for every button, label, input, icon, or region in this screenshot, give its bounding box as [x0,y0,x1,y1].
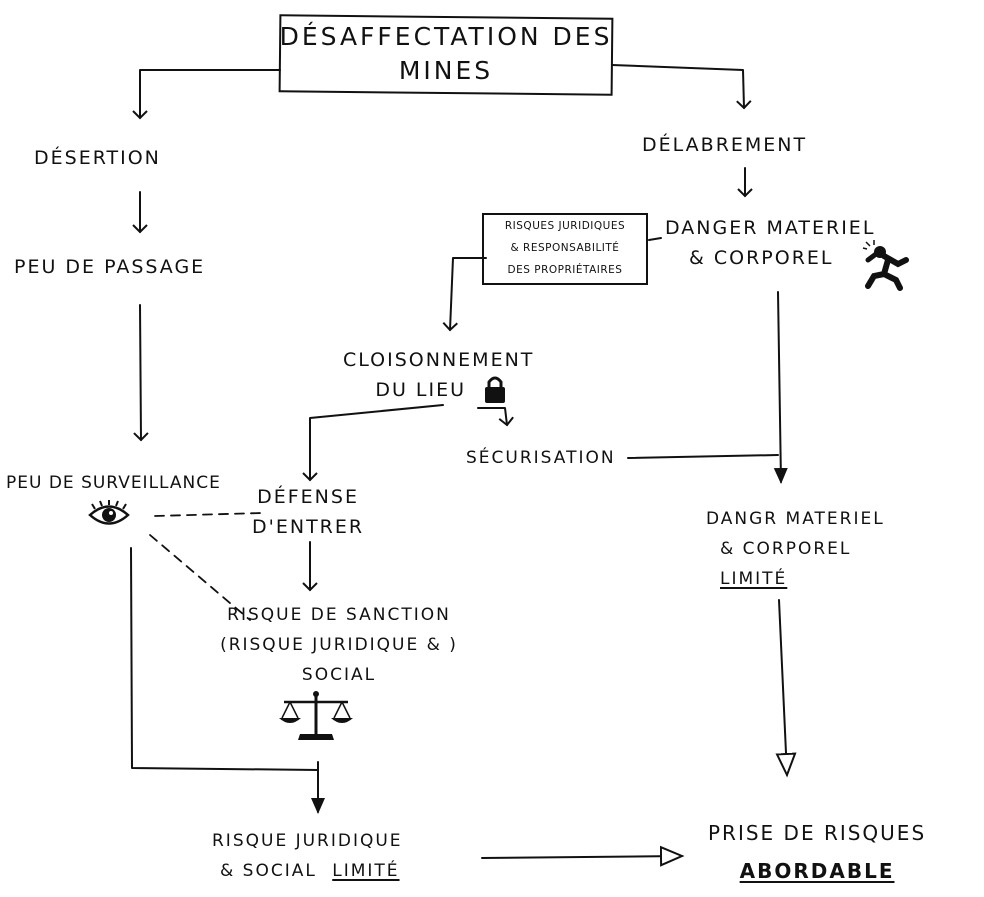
node-danger-materiel-line-2: & corporel [689,247,834,269]
arrow-title-to-delabrement [611,64,752,110]
node-risques-line-3: des propriétaires [507,264,623,276]
arrow-risque-limite-to-prise [481,845,685,867]
node-sanction-line-3: social [301,665,377,685]
arrow-danger-limite-to-prise [775,599,797,778]
node-defense-line-1: Défense [257,486,359,508]
dashed-eye-to-defense [154,512,263,517]
node-risque-limite-line-1: Risque juridique [212,831,403,851]
node-securisation: Sécurisation [466,443,616,473]
dashed-eye-to-sanction [149,534,251,621]
node-risque-limite-and-social: & social [220,861,317,881]
node-danger-limite-line-3: limité [720,569,788,589]
node-defense-entrer: Défense d'entrer [252,482,364,542]
node-danger-materiel: Danger materiel & corporel [665,213,875,273]
node-risque-juridique-limite: Risque juridique & social limité [212,826,403,886]
lock-icon [485,376,505,403]
node-risques-line-2: & responsabilité [510,242,620,254]
node-risque-sanction: Risque de sanction (risque juridique & )… [205,600,473,690]
risques-box [482,213,648,285]
arrow-danger-to-danger-limite [773,291,788,484]
node-danger-limite: Dangr materiel & corporel limité [706,504,885,594]
node-danger-limite-line-1: Dangr materiel [706,509,885,529]
node-risques-juridiques: Risques juridiques & responsabilité des … [482,215,648,281]
node-peu-de-passage: Peu de passage [14,252,205,282]
arrow-title-to-desertion [132,69,281,120]
node-cloisonnement-line-1: Cloisonnement [343,349,535,371]
node-prise-line-1: Prise de risques [708,821,927,845]
eye-icon [88,500,130,525]
node-peu-de-passage-label: Peu de passage [14,256,206,278]
node-risque-limite-line-2: & social limité [212,856,403,886]
arrow-cloisonnement-to-securisation [477,407,514,427]
title-line-1: Désaffectation des [279,22,613,51]
node-risques-line-1: Risques juridiques [504,220,626,232]
node-desertion: Désertion [34,143,161,173]
node-delabrement-label: Délabrement [642,134,808,156]
node-sanction-line-2: (risque juridique & ) [220,635,458,655]
node-desertion-label: Désertion [34,147,161,169]
node-securisation-label: Sécurisation [466,448,616,468]
node-prise-line-2: abordable [739,859,895,883]
node-danger-limite-line-2: & corporel [720,539,852,559]
node-defense-line-2: d'entrer [252,516,365,538]
diagram-title: Désaffectation des mines [279,20,613,88]
arrow-box-to-cloisonnement [442,257,487,332]
node-prise-de-risques: Prise de risques abordable [708,814,926,890]
node-cloisonnement: Cloisonnement du lieu [343,345,534,405]
node-sanction-line-1: Risque de sanction [227,605,451,625]
node-risque-limite-word: limité [332,861,400,881]
line-securisation-to-danger [627,454,779,459]
node-cloisonnement-line-2: du lieu [375,379,467,401]
injured-person-icon [862,240,909,291]
arrow-cloisonnement-to-defense [302,404,444,482]
scales-icon [279,691,353,740]
node-peu-de-surveillance: Peu de surveillance [6,468,221,498]
arrow-passage-to-surveillance [133,304,149,442]
node-delabrement: Délabrement [642,130,807,160]
node-peu-de-surveillance-label: Peu de surveillance [6,473,221,493]
title-line-2: mines [398,56,494,85]
node-danger-materiel-line-1: Danger materiel [665,217,876,239]
line-surveillance-to-final [130,547,319,771]
line-danger-to-box [648,237,662,241]
